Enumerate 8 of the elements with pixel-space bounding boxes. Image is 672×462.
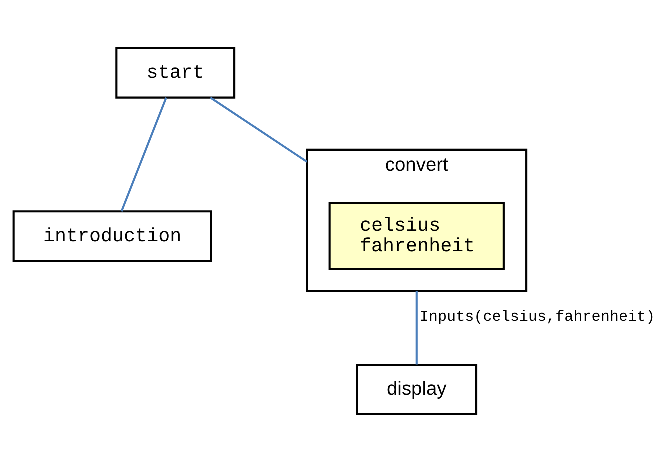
connector xyxy=(416,290,418,364)
connector xyxy=(210,96,308,162)
node-box: introduction xyxy=(12,210,212,262)
node-box: display xyxy=(356,364,478,416)
connector xyxy=(120,96,168,212)
node-box: start xyxy=(116,46,236,98)
edge-label: Inputs(celsius,fahrenheit) xyxy=(420,308,656,326)
node-box: celsius fahrenheit xyxy=(328,202,505,270)
